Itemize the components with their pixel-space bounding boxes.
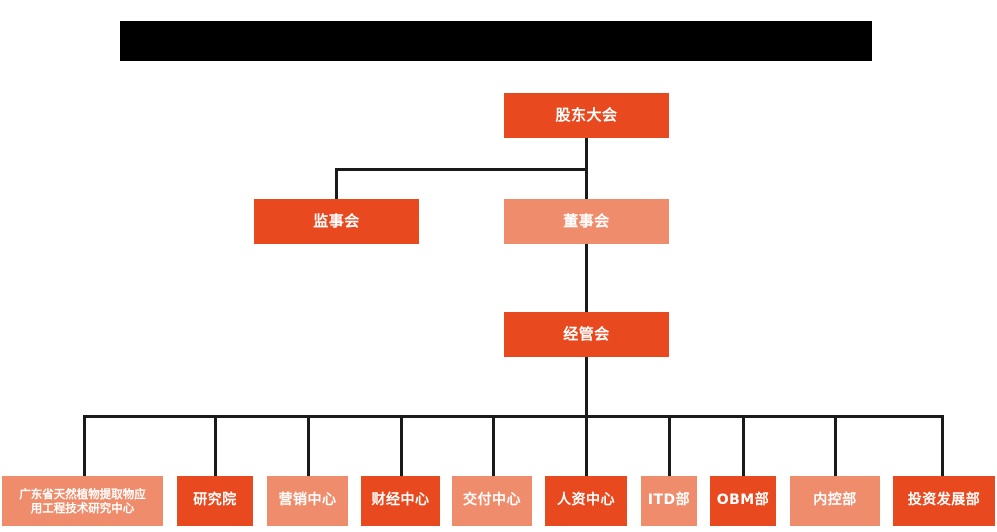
node-research-institute[interactable]: 研究院 — [177, 476, 253, 526]
connector-drop-hr — [585, 415, 588, 476]
connector-drop-investment — [941, 415, 944, 476]
connector-departments-bus — [83, 415, 943, 418]
connector-drop-marketing — [307, 415, 310, 476]
connector-directors-drop — [585, 168, 588, 200]
redacted-title-bar — [120, 21, 872, 61]
connector-directors-to-management — [585, 243, 588, 313]
connector-management-down — [585, 357, 588, 415]
node-board-of-directors[interactable]: 董事会 — [504, 199, 669, 244]
node-hr-center[interactable]: 人资中心 — [545, 476, 627, 526]
node-obm-department[interactable]: OBM部 — [710, 476, 776, 526]
node-itd-department[interactable]: ITD部 — [641, 476, 697, 526]
node-board-of-supervisors[interactable]: 监事会 — [254, 199, 419, 244]
connector-supervisors-drop — [335, 168, 338, 200]
node-internal-control-department[interactable]: 内控部 — [790, 476, 880, 526]
connector-drop-delivery — [492, 415, 495, 476]
connector-drop-finance — [400, 415, 403, 476]
connector-shareholders-down — [585, 138, 588, 170]
node-marketing-center[interactable]: 营销中心 — [267, 476, 348, 526]
node-management-committee[interactable]: 经管会 — [504, 312, 669, 357]
connector-drop-research-center — [83, 415, 86, 476]
node-guangdong-research-center[interactable]: 广东省天然植物提取物应 用工程技术研究中心 — [2, 476, 163, 526]
connector-drop-internal-control — [834, 415, 837, 476]
node-delivery-center[interactable]: 交付中心 — [452, 476, 532, 526]
connector-drop-institute — [214, 415, 217, 476]
node-shareholders-meeting[interactable]: 股东大会 — [504, 93, 669, 138]
connector-drop-obm — [742, 415, 745, 476]
node-finance-center[interactable]: 财经中心 — [361, 476, 440, 526]
node-label-line1: 广东省天然植物提取物应 — [19, 486, 146, 501]
node-investment-development-department[interactable]: 投资发展部 — [893, 476, 995, 526]
connector-level2-bus — [335, 168, 587, 171]
node-label-line2: 用工程技术研究中心 — [30, 501, 135, 515]
connector-drop-itd — [668, 415, 671, 476]
